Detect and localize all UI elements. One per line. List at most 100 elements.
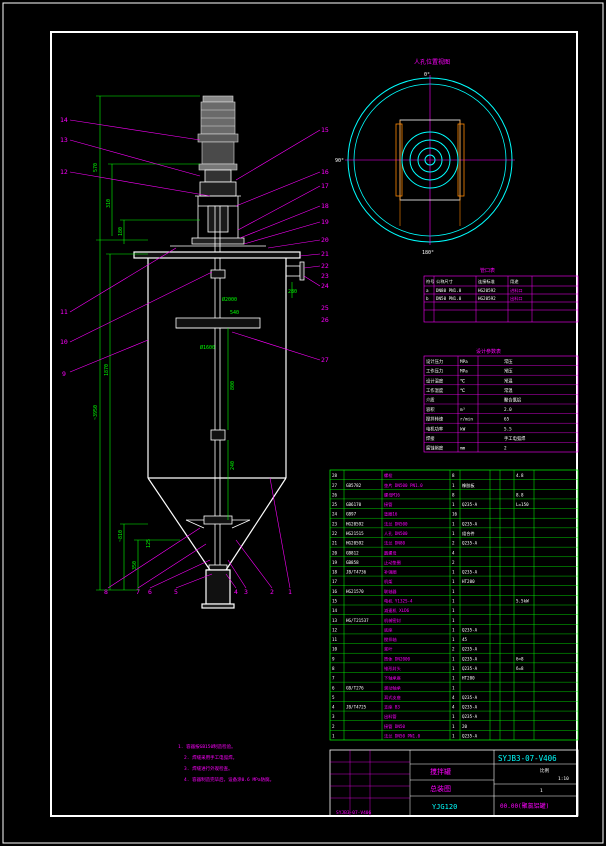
bom-cell: 出料管 xyxy=(384,713,397,720)
bom-cell: GB5782 xyxy=(346,483,362,488)
design-param-unit: MPa xyxy=(460,369,468,375)
title-block: SYJB3-07-V406 搅拌罐 总装图 YJG120 比例 1:10 1 0… xyxy=(329,749,579,817)
dim-flange-gap: 310 xyxy=(106,199,112,208)
bom-cell: Q235-A xyxy=(462,705,478,710)
bom-cell: 机械密封 xyxy=(384,617,401,624)
bom-cell: L=150 xyxy=(516,502,529,507)
bom-cell: 法兰 DN500 xyxy=(384,520,408,527)
callout-22: 22 xyxy=(321,262,329,270)
company-name: 00.00(聚氯铝罐) xyxy=(500,802,549,810)
bom-cell: 8 xyxy=(452,492,455,497)
note-line-3: 3. 焊缝进行外观检查。 xyxy=(184,765,233,772)
drawing-number: SYJB3-07-V406 xyxy=(498,754,557,763)
design-param-unit: ℃ xyxy=(460,389,465,394)
nozzle-cell: a xyxy=(426,288,429,293)
bom-cell: 1 xyxy=(452,599,455,604)
dim-cone-2: 125 xyxy=(146,539,152,548)
dim-support-gap: 180 xyxy=(118,227,124,236)
inner-frame xyxy=(50,31,578,817)
bom-cell: HG20592 xyxy=(346,541,364,546)
design-param-name: 工作温度 xyxy=(426,387,444,394)
bom-cell: 1 xyxy=(452,724,455,729)
bom-cell: HG21570 xyxy=(346,589,364,594)
design-param-name: 腐蚀裕度 xyxy=(426,445,444,452)
design-param-value: 手工电弧焊 xyxy=(504,435,526,442)
bom-cell: GB6170 xyxy=(346,502,362,507)
vessel-shell xyxy=(133,251,301,609)
bom-cell: 4 xyxy=(452,695,455,700)
bom-cell: 桨叶 xyxy=(384,646,393,653)
callout-2: 2 xyxy=(270,588,274,596)
nozzle-header-cell: 连接标准 xyxy=(478,278,495,285)
note-line-4: 4. 容器制造完毕后，设备涂0.6 MPa防腐。 xyxy=(184,776,274,783)
bottom-note: SYJB3-07-V406 xyxy=(336,810,372,816)
impellers xyxy=(175,317,261,529)
design-param-name: 焊接 xyxy=(426,435,435,442)
bom-cell: Q235-A xyxy=(462,570,478,575)
callout-7: 7 xyxy=(136,588,140,596)
dim-cone-1: 350 xyxy=(132,561,138,570)
nozzle-table-title: 管口表 xyxy=(480,267,495,274)
dim-overall-height: ~3950 xyxy=(93,405,99,420)
bom-cell: JB/T4725 xyxy=(346,705,367,710)
callout-10: 10 xyxy=(60,338,68,346)
bom-cell: 支座 B3 xyxy=(384,704,400,711)
bom-cell: 组合件 xyxy=(462,530,475,537)
bom-cell: 底座 xyxy=(384,626,392,633)
design-param-name: 电机功率 xyxy=(426,425,444,432)
nozzle-cell: b xyxy=(426,296,429,301)
bom-cell: 搅拌轴 xyxy=(384,636,397,643)
bom-cell: GB/T276 xyxy=(346,685,364,690)
bom-cell: 螺母M16 xyxy=(384,491,400,498)
callout-13: 13 xyxy=(60,136,68,144)
design-param-unit: kW xyxy=(460,426,466,432)
bom-cell: 24 xyxy=(332,512,338,517)
equipment-name: 搅拌罐 xyxy=(430,767,451,776)
bom-cell: 2 xyxy=(452,560,455,565)
bom-cell: 1 xyxy=(332,734,335,739)
callout-11: 11 xyxy=(60,308,68,316)
callout-20: 20 xyxy=(321,236,329,244)
nozzle-header-cell: 公称尺寸 xyxy=(436,278,453,285)
bom-cell: 1 xyxy=(452,502,455,507)
bom-cell: 圆螺母 xyxy=(384,549,397,556)
design-param-name: 介质 xyxy=(426,397,435,404)
bom-cell: HT200 xyxy=(462,579,475,584)
bom-cell: 2 xyxy=(332,724,335,729)
design-param-value: 65 xyxy=(504,417,510,423)
nozzle-cell: 出料口 xyxy=(510,295,523,302)
callout-4: 4 xyxy=(234,588,238,596)
bom-cell: 21 xyxy=(332,541,338,546)
bom-cell: JB/T4736 xyxy=(346,570,367,575)
bom-cell: GB97 xyxy=(346,512,357,517)
bom-cell: 5.5kW xyxy=(516,599,529,604)
bom-cell: 10 xyxy=(332,647,338,652)
bom-cell: Q235-A xyxy=(462,656,478,661)
bom-cell: 8.8 xyxy=(516,492,524,497)
bom-cell: Q235-A xyxy=(462,521,478,526)
plan-view: 人孔位置视图 0° 90° 180° xyxy=(335,58,515,256)
side-nozzle xyxy=(285,261,305,281)
bom-cell: HG/T21537 xyxy=(346,618,369,623)
bom-cell: 下轴承座 xyxy=(384,675,401,682)
bom-cell: 耳式支座 xyxy=(384,694,401,701)
bom-cell: 15 xyxy=(332,599,338,604)
bom-cell: 垫圈16 xyxy=(384,511,398,518)
bom-cell: 20 xyxy=(332,550,338,555)
bom-cell: 1 xyxy=(452,608,455,613)
design-param-name: 容积 xyxy=(426,406,435,413)
bom-cell: 27 xyxy=(332,483,338,488)
bom-cell: 1 xyxy=(452,589,455,594)
design-param-unit: mm xyxy=(460,447,466,452)
bom-cell: 螺栓 xyxy=(384,472,393,479)
bom-cell: 4 xyxy=(452,550,455,555)
plan-angle-left: 90° xyxy=(335,158,344,164)
callout-6: 6 xyxy=(148,588,152,596)
technical-notes: 1. 容器按GB150制造检验。 2. 焊缝采用手工电弧焊。 3. 焊缝进行外观… xyxy=(178,743,274,783)
bom-cell: 14 xyxy=(332,608,338,613)
bom-cell: 1 xyxy=(452,666,455,671)
bom-cell: 16 xyxy=(332,589,338,594)
dimension-lines xyxy=(96,95,293,591)
